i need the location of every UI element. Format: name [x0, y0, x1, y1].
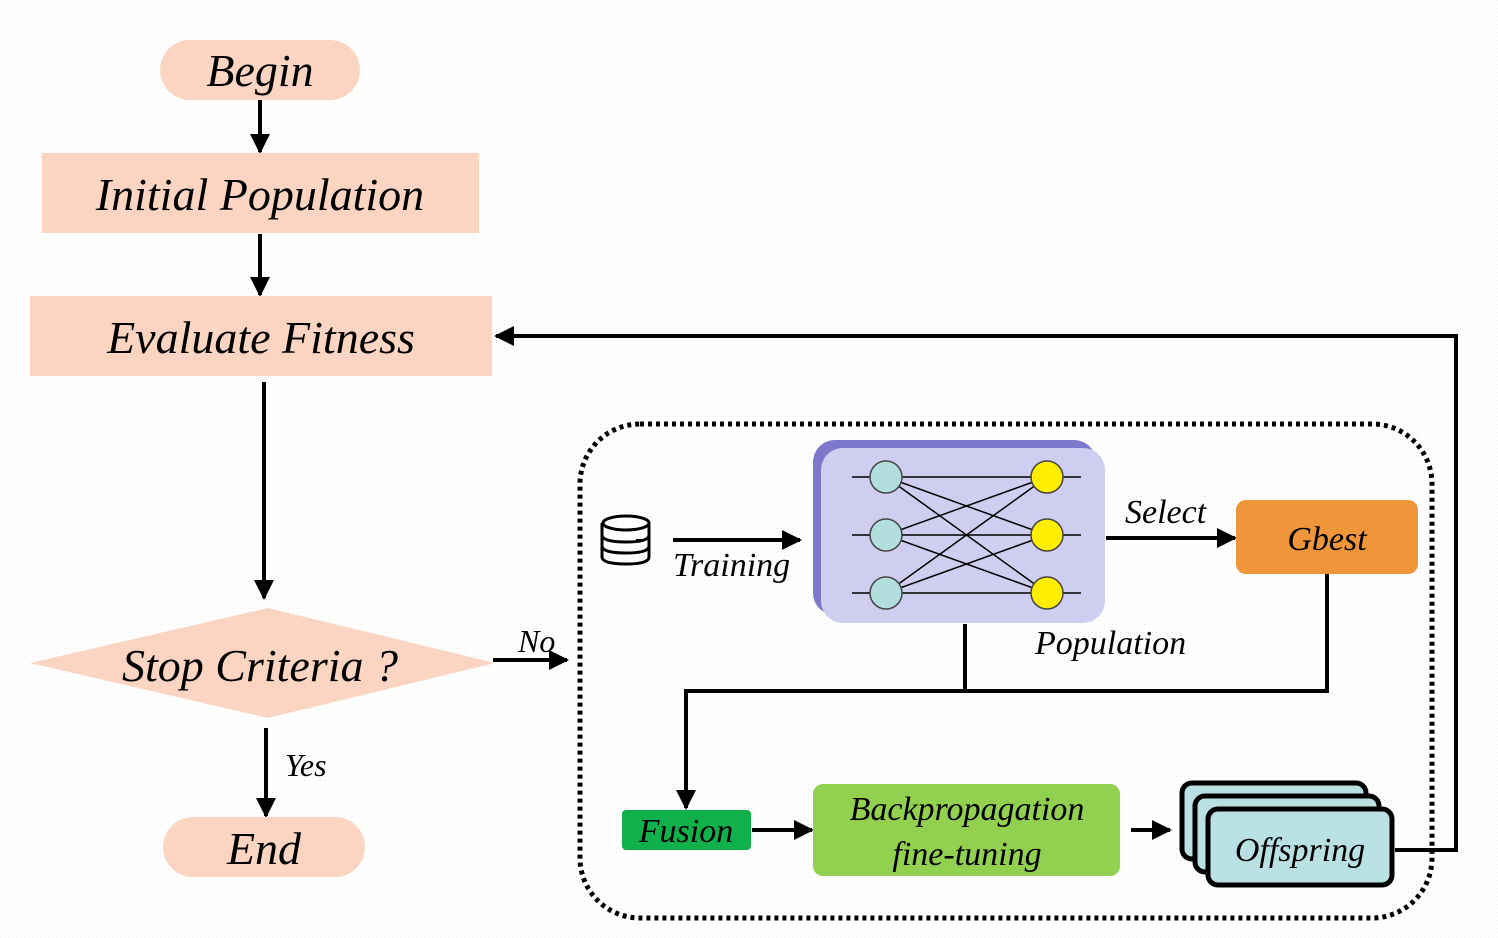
backprop-label-line1: Backpropagation	[850, 791, 1085, 828]
begin-node: Begin	[160, 40, 360, 100]
end-node: End	[163, 817, 365, 877]
backprop-node: Backpropagation fine-tuning	[813, 784, 1120, 876]
backprop-label-line2: fine-tuning	[892, 836, 1041, 873]
arrow-offspring-to-evaluate	[494, 326, 1458, 852]
initial-population-node: Initial Population	[42, 153, 479, 233]
output-nodes	[1030, 460, 1064, 610]
begin-label: Begin	[206, 45, 313, 96]
network-edges	[852, 476, 1081, 594]
evaluate-fitness-label: Evaluate Fitness	[106, 312, 415, 363]
fusion-label: Fusion	[638, 813, 733, 850]
stop-criteria-label: Stop Criteria ?	[122, 640, 398, 691]
stop-criteria-node: Stop Criteria ?	[30, 608, 495, 718]
select-label: Select	[1125, 494, 1208, 531]
gbest-node: Gbest	[1236, 500, 1418, 574]
evaluate-fitness-node: Evaluate Fitness	[30, 296, 492, 376]
population-label: Population	[1034, 625, 1186, 662]
database-icon	[600, 514, 651, 566]
yes-label: Yes	[285, 747, 327, 783]
fusion-node: Fusion	[622, 810, 751, 850]
training-label: Training	[673, 547, 790, 584]
offspring-label: Offspring	[1235, 832, 1365, 869]
initial-population-label: Initial Population	[95, 169, 424, 220]
no-label: No	[517, 623, 555, 659]
gbest-label: Gbest	[1287, 521, 1368, 558]
input-nodes	[869, 460, 903, 610]
offspring-stack	[1179, 780, 1395, 888]
population-network	[813, 440, 1105, 623]
arrow-to-fusion	[676, 574, 1329, 810]
evolution-loop-boundary	[577, 421, 1435, 921]
end-label: End	[226, 823, 302, 874]
